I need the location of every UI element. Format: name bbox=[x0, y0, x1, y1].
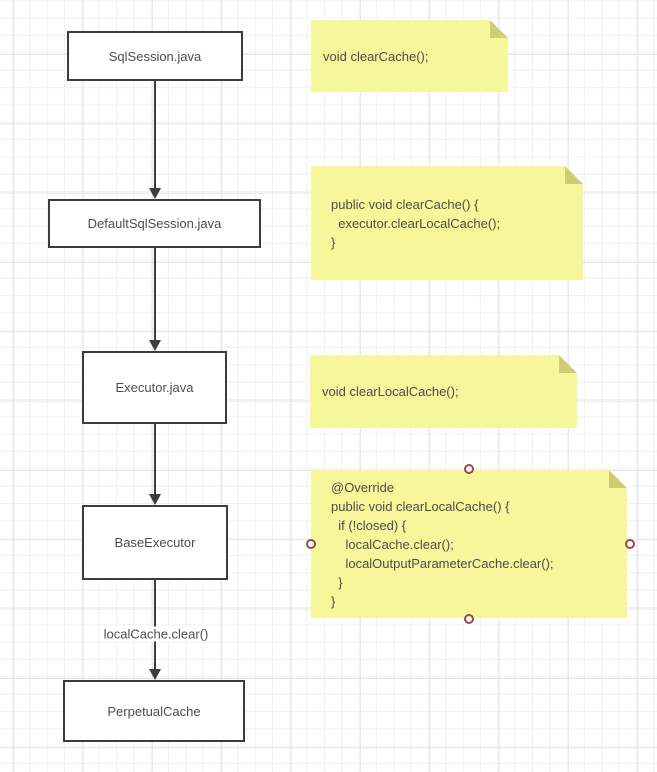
code-line: void clearLocalCache(); bbox=[322, 384, 459, 399]
code-line: public void clearLocalCache() { bbox=[331, 498, 510, 514]
note-clearcache-impl[interactable]: public void clearCache() { executor.clea… bbox=[311, 166, 583, 280]
arrow-3-head-icon bbox=[149, 494, 161, 505]
code-line: } bbox=[331, 234, 336, 250]
code-line: if (!closed) { bbox=[331, 517, 407, 533]
note-clearcache-signature[interactable]: void clearCache(); bbox=[311, 20, 508, 92]
code-line: } bbox=[331, 574, 343, 590]
note-clearlocalcache-signature[interactable]: void clearLocalCache(); bbox=[310, 355, 577, 428]
note-fold-corner-icon bbox=[609, 470, 627, 488]
code-line: localOutputParameterCache.clear(); bbox=[331, 555, 554, 571]
connection-handle-top[interactable] bbox=[464, 464, 474, 474]
code-line: localCache.clear(); bbox=[331, 536, 454, 552]
note-fold-corner-icon bbox=[559, 355, 577, 373]
node-executor[interactable]: Executor.java bbox=[82, 351, 227, 424]
edge-label-localcache-clear[interactable]: localCache.clear() bbox=[100, 626, 212, 642]
node-perpetualcache[interactable]: PerpetualCache bbox=[63, 680, 245, 742]
arrow-1-head-icon bbox=[149, 188, 161, 199]
note-clearlocalcache-impl[interactable]: @Override public void clearLocalCache() … bbox=[311, 470, 627, 618]
arrow-4-line[interactable] bbox=[154, 580, 156, 669]
code-line: executor.clearLocalCache(); bbox=[331, 215, 501, 231]
node-baseexecutor[interactable]: BaseExecutor bbox=[82, 505, 228, 580]
node-sqlsession[interactable]: SqlSession.java bbox=[67, 31, 243, 81]
arrow-2-head-icon bbox=[149, 340, 161, 351]
arrow-3-line[interactable] bbox=[154, 424, 156, 494]
note-fold-corner-icon bbox=[565, 166, 583, 184]
connection-handle-right[interactable] bbox=[625, 539, 635, 549]
note-fold-corner-icon bbox=[490, 20, 508, 38]
node-defaultsqlsession[interactable]: DefaultSqlSession.java bbox=[48, 199, 261, 248]
code-line: public void clearCache() { bbox=[331, 196, 479, 212]
code-line: @Override bbox=[331, 479, 395, 495]
arrow-2-line[interactable] bbox=[154, 248, 156, 340]
connection-handle-left[interactable] bbox=[306, 539, 316, 549]
arrow-1-line[interactable] bbox=[154, 81, 156, 188]
code-line: void clearCache(); bbox=[323, 48, 429, 64]
code-line: } bbox=[331, 593, 336, 609]
arrow-4-head-icon bbox=[149, 669, 161, 680]
connection-handle-bottom[interactable] bbox=[464, 614, 474, 624]
